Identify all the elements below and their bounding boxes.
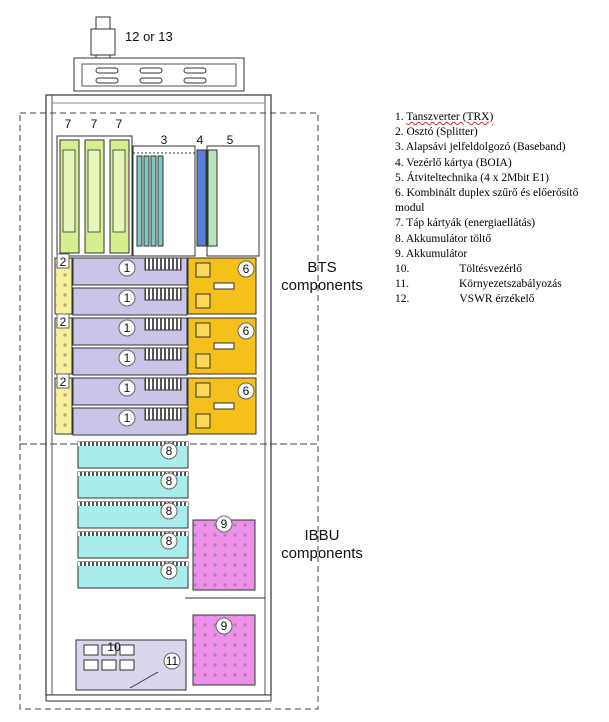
legend-item: 6. Kombinált duplex szűrő és előerősítő … bbox=[395, 187, 579, 215]
callout-2: 2 bbox=[56, 253, 70, 269]
callout-8: 8 bbox=[160, 532, 178, 550]
svg-text:8: 8 bbox=[166, 444, 173, 458]
ibbu-label-line1: IBBU bbox=[304, 527, 340, 544]
callout-6: 6 bbox=[237, 260, 255, 278]
callout-1: 1 bbox=[118, 349, 136, 367]
callout-10: 10 bbox=[107, 640, 121, 654]
svg-text:6: 6 bbox=[243, 324, 250, 338]
legend-item: 7. Táp kártyák (energiaellátás) bbox=[395, 217, 536, 230]
callout-4: 4 bbox=[197, 133, 204, 147]
svg-text:6: 6 bbox=[243, 262, 250, 276]
svg-text:11: 11 bbox=[166, 654, 179, 668]
bts-label-line2: components bbox=[281, 277, 363, 294]
svg-text:1: 1 bbox=[124, 411, 131, 425]
legend-item: 9. Akkumulátor bbox=[395, 247, 468, 260]
callout-1: 1 bbox=[118, 259, 136, 277]
svg-text:8: 8 bbox=[166, 534, 173, 548]
svg-text:7: 7 bbox=[65, 117, 72, 131]
svg-text:10: 10 bbox=[107, 640, 121, 654]
legend-item: 8. Akkumulátor töltő bbox=[395, 232, 492, 245]
legend-item: 5. Átviteltechnika (4 x 2Mbit E1) bbox=[395, 171, 549, 184]
callout-2: 2 bbox=[56, 313, 70, 329]
callout-9: 9 bbox=[215, 515, 233, 533]
svg-text:7: 7 bbox=[91, 117, 98, 131]
callout-6: 6 bbox=[237, 382, 255, 400]
callout-5: 5 bbox=[227, 133, 234, 147]
svg-text:1: 1 bbox=[124, 261, 131, 275]
svg-text:1: 1 bbox=[124, 321, 131, 335]
callout-9: 9 bbox=[215, 617, 233, 635]
callout-1: 1 bbox=[118, 319, 136, 337]
callout-1: 1 bbox=[118, 379, 136, 397]
vswr-sensor bbox=[73, 16, 245, 92]
callout-1: 1 bbox=[118, 409, 136, 427]
batteries bbox=[185, 519, 265, 686]
callout-8: 8 bbox=[160, 502, 178, 520]
svg-text:5: 5 bbox=[227, 133, 234, 147]
callout-7: 7 bbox=[116, 117, 123, 131]
callout-8: 8 bbox=[160, 442, 178, 460]
top-connector-label: 12 or 13 bbox=[125, 29, 173, 44]
ibbu-label-line2: components bbox=[281, 545, 363, 562]
bts-components-label: BTS components bbox=[272, 259, 372, 295]
svg-text:2: 2 bbox=[60, 375, 67, 389]
callout-1: 1 bbox=[118, 289, 136, 307]
svg-text:9: 9 bbox=[221, 517, 228, 531]
splitters bbox=[54, 257, 73, 435]
svg-text:1: 1 bbox=[124, 291, 131, 305]
svg-text:3: 3 bbox=[161, 133, 168, 147]
ibbu-components-label: IBBU components bbox=[272, 527, 372, 563]
callout-8: 8 bbox=[160, 562, 178, 580]
svg-text:2: 2 bbox=[60, 315, 67, 329]
bts-section-box bbox=[19, 112, 319, 445]
legend-item: 4. Vezérlő kártya (BOIA) bbox=[395, 156, 512, 169]
power-cards bbox=[56, 135, 133, 257]
control-card bbox=[196, 149, 207, 247]
callout-7: 7 bbox=[65, 117, 72, 131]
svg-text:9: 9 bbox=[221, 619, 228, 633]
svg-text:1: 1 bbox=[124, 381, 131, 395]
svg-text:8: 8 bbox=[166, 564, 173, 578]
svg-text:4: 4 bbox=[197, 133, 204, 147]
svg-text:8: 8 bbox=[166, 474, 173, 488]
legend-list: 1. Tanszverter (TRX) 2. Osztó (Splitter)… bbox=[395, 110, 605, 308]
legend-item: 2. Osztó (Splitter) bbox=[395, 126, 478, 139]
callout-3: 3 bbox=[161, 133, 168, 147]
baseband-cards bbox=[132, 145, 196, 257]
callout-11: 11 bbox=[163, 652, 181, 670]
legend-item: 11.Környezetszabályozás bbox=[395, 278, 562, 291]
callout-8: 8 bbox=[160, 472, 178, 490]
legend-item: 1. Tanszverter (TRX) bbox=[395, 111, 494, 123]
legend-item: 10.Töltésvezérlő bbox=[395, 263, 522, 276]
svg-text:2: 2 bbox=[60, 255, 67, 269]
duplexer-modules bbox=[187, 257, 257, 435]
callout-7: 7 bbox=[91, 117, 98, 131]
svg-text:1: 1 bbox=[124, 351, 131, 365]
legend-item: 3. Alapsávi jelfeldolgozó (Baseband) bbox=[395, 141, 566, 154]
cabinet-frame bbox=[45, 94, 272, 702]
svg-text:8: 8 bbox=[166, 504, 173, 518]
callout-6: 6 bbox=[237, 322, 255, 340]
bts-label-line1: BTS bbox=[307, 259, 337, 276]
legend-item: 12.VSWR érzékelő bbox=[395, 293, 535, 306]
ibbu-section-box bbox=[19, 443, 319, 710]
transmission-card bbox=[206, 145, 260, 257]
callout-2: 2 bbox=[56, 373, 70, 389]
trx-units bbox=[72, 257, 188, 436]
svg-text:7: 7 bbox=[116, 117, 123, 131]
svg-text:6: 6 bbox=[243, 384, 250, 398]
